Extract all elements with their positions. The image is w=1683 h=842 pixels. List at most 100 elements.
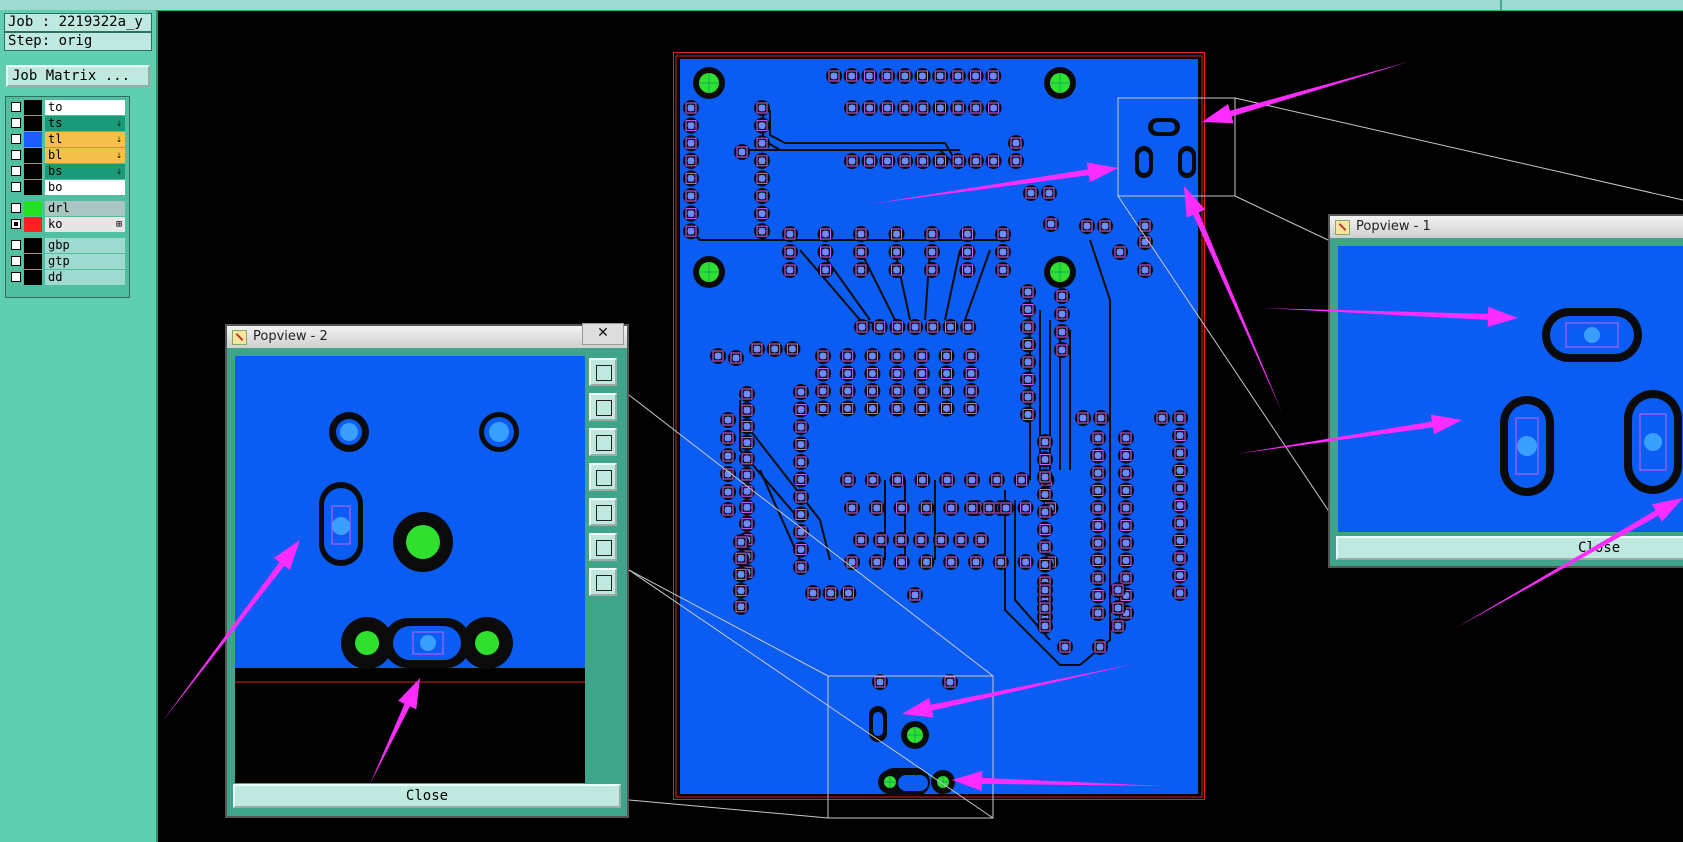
layer-name[interactable]: bo bbox=[45, 180, 125, 195]
layer-checkbox[interactable] bbox=[11, 182, 21, 192]
pad-square bbox=[995, 556, 1007, 568]
layer-row-gbp[interactable]: gbp bbox=[8, 238, 126, 253]
layer-checkbox[interactable] bbox=[11, 150, 21, 160]
popview-1-titlebar[interactable]: Popview - 1 bbox=[1330, 216, 1683, 238]
popview-2-close-button[interactable]: Close bbox=[233, 784, 621, 808]
pad-cross bbox=[964, 266, 971, 274]
pad-cross bbox=[1018, 476, 1025, 484]
layer-row-to[interactable]: to bbox=[8, 100, 126, 115]
layer-name[interactable]: dd bbox=[45, 270, 125, 285]
layer-row-dd[interactable]: dd bbox=[8, 270, 126, 285]
popview-2-canvas[interactable] bbox=[235, 356, 585, 783]
popview-2-title: Popview - 2 bbox=[253, 329, 328, 344]
layer-row-drl[interactable]: drl bbox=[8, 201, 126, 216]
pad-cross bbox=[1122, 609, 1130, 617]
layer-row-tl[interactable]: tl⇣ bbox=[8, 132, 126, 147]
layer-checkbox[interactable] bbox=[11, 256, 21, 266]
layer-checkbox[interactable] bbox=[11, 166, 21, 176]
pad-cross bbox=[714, 352, 722, 360]
popview-2-toolbar bbox=[585, 356, 623, 783]
pad-square bbox=[934, 70, 946, 82]
popview-1-canvas[interactable] bbox=[1338, 246, 1683, 532]
layer-name[interactable]: bs⇣ bbox=[45, 164, 125, 179]
zoom-out-icon[interactable] bbox=[589, 568, 617, 596]
pad-square bbox=[1092, 590, 1104, 601]
layer-checkbox[interactable] bbox=[11, 134, 21, 144]
pad-center bbox=[489, 422, 509, 442]
layer-row-gtp[interactable]: gtp bbox=[8, 254, 126, 269]
pad-cross bbox=[687, 122, 695, 129]
layer-name[interactable]: ko⊞ bbox=[45, 217, 125, 232]
pad-cross bbox=[848, 104, 856, 112]
pad-cross bbox=[893, 352, 901, 360]
pad-cross bbox=[999, 266, 1007, 274]
job-matrix-button[interactable]: Job Matrix ... bbox=[6, 65, 150, 87]
pad-cross bbox=[1079, 414, 1087, 422]
zoom-in-icon[interactable] bbox=[589, 533, 617, 561]
layer-name[interactable]: tl⇣ bbox=[45, 132, 125, 147]
layer-color-swatch[interactable] bbox=[24, 132, 42, 147]
pad-cross bbox=[893, 370, 901, 377]
layer-checkbox[interactable] bbox=[11, 118, 21, 128]
layer-name[interactable]: bl⇣ bbox=[45, 148, 125, 163]
pad-cross bbox=[937, 104, 944, 112]
layer-checkbox[interactable] bbox=[11, 240, 21, 250]
pad-cross bbox=[1022, 504, 1029, 512]
layer-color-swatch[interactable] bbox=[24, 254, 42, 269]
pad-cross bbox=[1022, 558, 1029, 566]
top-toolbar-segment bbox=[1500, 0, 1683, 10]
layer-color-swatch[interactable] bbox=[24, 180, 42, 195]
pad-cross bbox=[893, 266, 900, 274]
pan-down-icon[interactable] bbox=[589, 428, 617, 456]
layer-name[interactable]: gbp bbox=[45, 238, 125, 253]
pad-cross bbox=[1176, 537, 1184, 544]
pan-up-icon[interactable] bbox=[589, 393, 617, 421]
layer-name[interactable]: ts⇣ bbox=[45, 116, 125, 131]
layer-checkbox[interactable] bbox=[11, 219, 21, 229]
pad-cross bbox=[884, 104, 891, 112]
pad-cross bbox=[943, 352, 950, 360]
layer-row-ts[interactable]: ts⇣ bbox=[8, 116, 126, 131]
layer-row-bl[interactable]: bl⇣ bbox=[8, 148, 126, 163]
pan-left-icon[interactable] bbox=[589, 463, 617, 491]
layer-color-swatch[interactable] bbox=[24, 148, 42, 163]
layer-checkbox[interactable] bbox=[11, 203, 21, 213]
trace bbox=[964, 249, 991, 321]
layer-row-ko[interactable]: ko⊞ bbox=[8, 217, 126, 232]
layer-name[interactable]: to bbox=[45, 100, 125, 115]
layer-row-bo[interactable]: bo bbox=[8, 180, 126, 195]
layer-checkbox[interactable] bbox=[11, 272, 21, 282]
layer-color-swatch[interactable] bbox=[24, 116, 42, 131]
window-icon bbox=[232, 330, 247, 345]
popview-1-close-button[interactable]: Close bbox=[1336, 536, 1683, 560]
pan-up-icon-glyph bbox=[596, 400, 612, 416]
layer-color-swatch[interactable] bbox=[24, 201, 42, 216]
pad-cross bbox=[786, 266, 794, 274]
popview-2-titlebar[interactable]: Popview - 2 bbox=[227, 326, 627, 348]
pad-cross bbox=[1041, 491, 1049, 498]
pad-square bbox=[864, 155, 876, 167]
pad-cross bbox=[1094, 557, 1102, 564]
pad-center bbox=[340, 423, 358, 441]
pad-square bbox=[1022, 321, 1034, 333]
pad-square bbox=[1056, 308, 1068, 320]
pan-right-icon[interactable] bbox=[589, 498, 617, 526]
pad-cross bbox=[1058, 328, 1066, 336]
layer-checkbox[interactable] bbox=[11, 102, 21, 112]
pad-cross bbox=[1096, 643, 1104, 651]
layer-color-swatch[interactable] bbox=[24, 238, 42, 253]
layer-color-swatch[interactable] bbox=[24, 217, 42, 232]
pad-square bbox=[1120, 537, 1132, 549]
board-outline bbox=[673, 52, 1205, 800]
layer-row-bs[interactable]: bs⇣ bbox=[8, 164, 126, 179]
layer-color-swatch[interactable] bbox=[24, 164, 42, 179]
pad-square bbox=[916, 350, 928, 362]
pad-square bbox=[965, 350, 977, 362]
pad-square bbox=[1092, 467, 1104, 479]
layer-color-swatch[interactable] bbox=[24, 100, 42, 115]
layer-name[interactable]: drl bbox=[45, 201, 125, 216]
popview-2-close-icon[interactable]: ✕ bbox=[582, 323, 624, 345]
layer-color-swatch[interactable] bbox=[24, 270, 42, 285]
layer-name[interactable]: gtp bbox=[45, 254, 125, 269]
zoom-fit-icon[interactable] bbox=[589, 358, 617, 386]
